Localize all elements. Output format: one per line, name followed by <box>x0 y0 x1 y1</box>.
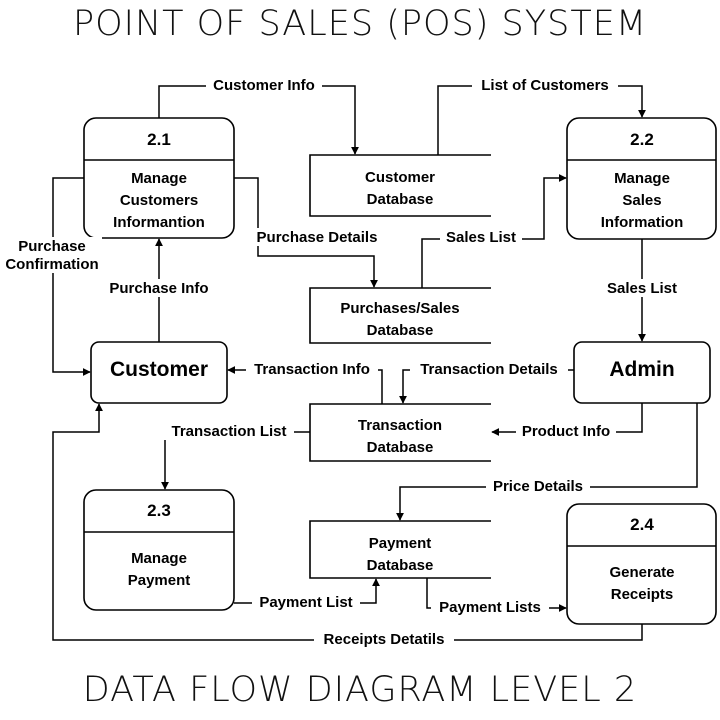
flow-purchase-details: Purchase Details <box>234 177 386 288</box>
process-label: Sales <box>622 192 661 209</box>
store-customer-database: Customer Database <box>309 154 491 217</box>
entity-admin: Admin <box>573 341 711 404</box>
flow-transaction-info: Transaction Info <box>227 360 383 404</box>
flow-transaction-details: Transaction Details <box>399 360 574 404</box>
process-label: Informantion <box>113 214 205 231</box>
store-purchases-sales-database: Purchases/Sales Database <box>309 287 491 344</box>
store-label: Payment <box>369 535 432 552</box>
flow-list-of-customers: List of Customers <box>437 76 646 155</box>
flow-customer-info: Customer Info <box>158 76 359 155</box>
flow-label: Transaction List <box>171 423 286 440</box>
flow-label: Customer Info <box>213 77 315 94</box>
flow-label: Purchase <box>18 238 86 255</box>
process-label: Customers <box>120 192 198 209</box>
store-label: Transaction <box>358 417 442 434</box>
flow-label: Transaction Details <box>420 361 558 378</box>
process-label: Manage <box>614 170 670 187</box>
flow-sales-list-to-2-2: Sales List <box>421 174 567 288</box>
diagram-title: POINT OF SALES (POS) SYSTEM <box>72 4 648 44</box>
flow-label: Confirmation <box>5 256 98 273</box>
process-number: 2.4 <box>630 515 654 534</box>
store-payment-database: Payment Database <box>309 520 491 579</box>
process-2-3: 2.3 Manage Payment <box>83 489 235 611</box>
flow-label: Payment List <box>259 594 352 611</box>
flow-purchase-info: Purchase Info <box>102 238 216 342</box>
store-label: Database <box>367 439 434 456</box>
flow-receipts-details: Receipts Detatils <box>52 403 643 648</box>
process-label: Payment <box>128 572 191 589</box>
flow-label: Sales List <box>607 280 677 297</box>
process-label: Manage <box>131 170 187 187</box>
store-label: Purchases/Sales <box>340 300 459 317</box>
flow-label: List of Customers <box>481 77 609 94</box>
process-2-2: 2.2 Manage Sales Information <box>566 117 717 240</box>
store-label: Customer <box>365 169 435 186</box>
entity-customer: Customer <box>90 341 228 404</box>
flow-price-details: Price Details <box>396 403 698 521</box>
flow-transaction-list: Transaction List <box>161 422 310 490</box>
process-number: 2.2 <box>630 130 654 149</box>
process-label: Information <box>601 214 684 231</box>
flow-purchase-confirmation: Purchase Confirmation <box>4 177 102 376</box>
process-2-1: 2.1 Manage Customers Informantion <box>83 117 235 239</box>
flow-label: Payment Lists <box>439 599 541 616</box>
flow-payment-list: Payment List <box>234 578 380 611</box>
diagram-subtitle: DATA FLOW DIAGRAM LEVEL 2 <box>82 670 638 710</box>
process-label: Generate <box>609 564 674 581</box>
flow-label: Sales List <box>446 229 516 246</box>
process-label: Receipts <box>611 586 674 603</box>
entity-label: Customer <box>110 358 208 381</box>
store-label: Database <box>367 191 434 208</box>
flow-product-info: Product Info <box>491 403 643 440</box>
flow-label: Price Details <box>493 478 583 495</box>
store-label: Database <box>367 322 434 339</box>
flow-payment-lists: Payment Lists <box>426 578 567 616</box>
process-label: Manage <box>131 550 187 567</box>
flow-sales-list-to-admin: Sales List <box>600 239 684 342</box>
process-number: 2.3 <box>147 501 171 520</box>
flow-label: Product Info <box>522 423 610 440</box>
store-label: Database <box>367 557 434 574</box>
store-transaction-database: Transaction Database <box>309 403 491 462</box>
flow-label: Purchase Info <box>109 280 208 297</box>
flow-label: Transaction Info <box>254 361 370 378</box>
entity-label: Admin <box>609 358 674 381</box>
flow-label: Receipts Detatils <box>324 631 445 648</box>
process-2-4: 2.4 Generate Receipts <box>566 503 717 625</box>
process-number: 2.1 <box>147 130 171 149</box>
flow-label: Purchase Details <box>257 229 378 246</box>
